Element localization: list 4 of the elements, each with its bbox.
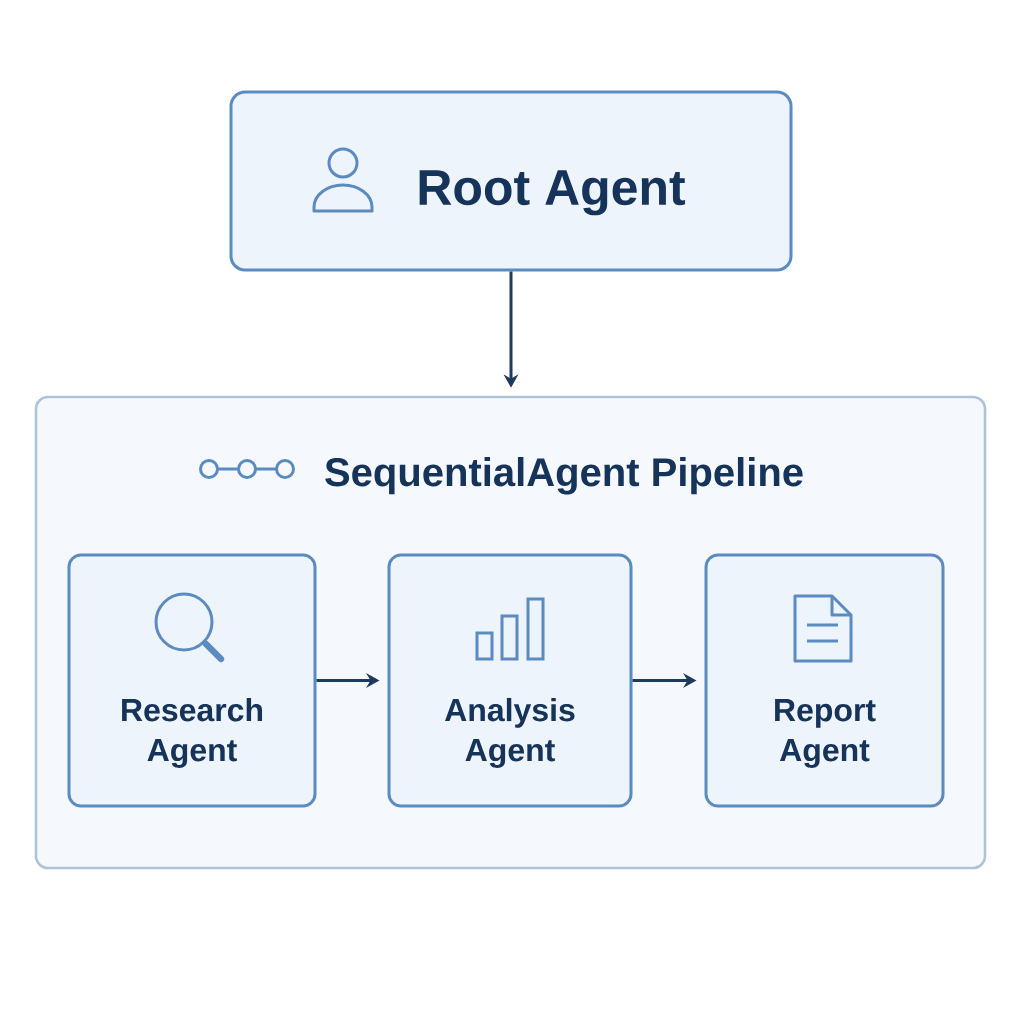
agent-box: Analysis Agent bbox=[387, 553, 633, 808]
agent-box: Report Agent bbox=[704, 553, 945, 808]
agent-box: Research Agent bbox=[67, 553, 317, 808]
agent-box: Root Agent bbox=[229, 90, 793, 272]
